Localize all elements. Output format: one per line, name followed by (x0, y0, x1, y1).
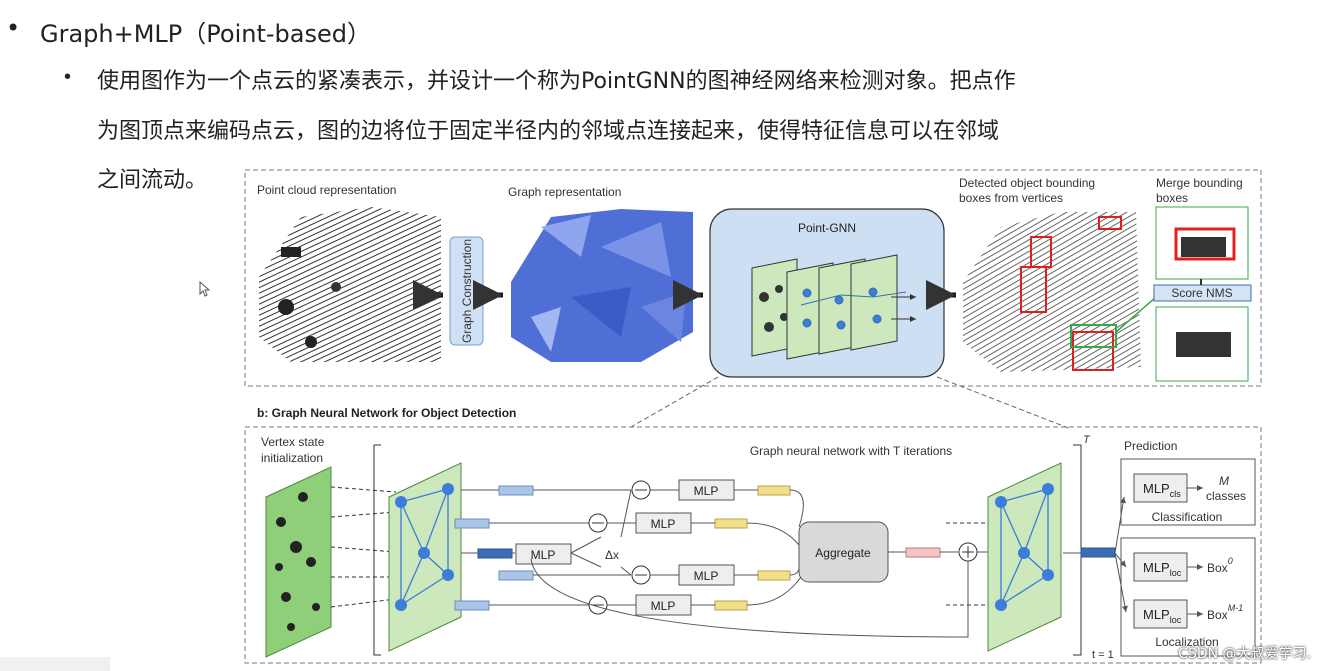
point-gnn-label: Point-GNN (798, 221, 856, 235)
subtract-operators (588, 480, 651, 615)
top-panel-border (244, 169, 1262, 387)
mlp-loc-label-1: MLPloc (1143, 560, 1182, 578)
classification-label: Classification (1152, 510, 1223, 524)
mlp-edge-boxes (635, 479, 735, 616)
merge-label-line-1: Merge bounding (1156, 176, 1243, 190)
graph-construction-label: Graph Construction (460, 239, 474, 343)
graph-layer-input (388, 462, 462, 652)
localization-panel (1120, 537, 1256, 657)
iterations-superscript: T (1083, 434, 1091, 446)
mouse-cursor-icon (199, 281, 211, 297)
detected-label-line-2: boxes from vertices (959, 191, 1063, 205)
mlp-offset-box (515, 543, 572, 565)
aggregate-label: Aggregate (815, 546, 871, 560)
bottom-left-artifact (0, 657, 110, 671)
bullet-2-line-2: 为图顶点来编码点云，图的边将位于固定半径内的邻域点连接起来，使得特征信息可以在邻… (97, 119, 1000, 144)
m-label: M (1219, 474, 1229, 488)
aggregate-output-bar (905, 547, 941, 558)
prediction-label: Prediction (1124, 439, 1177, 453)
vertex-state-label-2: initialization (261, 451, 323, 465)
mlp-loc-box-1 (1133, 552, 1188, 582)
final-vertex-bar (1080, 547, 1116, 558)
bullet-2-line-1: 使用图作为一个点云的紧凑表示，并设计一个称为PointGNN的图神经网络来检测对… (97, 69, 1016, 94)
detected-label-line-1: Detected object bounding (959, 176, 1095, 190)
bottom-panel-border (244, 426, 1262, 664)
graph-representation-image (511, 209, 693, 362)
mlp-edge-label-1: MLP (694, 484, 719, 498)
gnn-iterations-label: Graph neural network with T iterations (750, 444, 952, 458)
mlp-edge-label-3: MLP (694, 569, 719, 583)
mlp-offset-label: MLP (531, 548, 556, 562)
bottom-panel-title: b: Graph Neural Network for Object Detec… (257, 406, 516, 420)
vertex-state-label-1: Vertex state (261, 435, 325, 449)
bullet-1-text: Graph+MLP（Point-based） (40, 20, 371, 48)
graph-representation-label: Graph representation (508, 185, 621, 199)
point-cloud-image (259, 207, 441, 362)
graph-layer-output (987, 462, 1062, 652)
box-label-2: BoxM-1 (1207, 603, 1243, 622)
point-cloud-label: Point cloud representation (257, 183, 396, 197)
bullet-2-line-3: 之间流动。 (97, 168, 208, 193)
mlp-loc-label-2: MLPloc (1143, 607, 1182, 625)
merge-label-line-2: boxes (1156, 191, 1188, 205)
localization-label: Localization (1155, 635, 1218, 649)
classes-label: classes (1206, 489, 1246, 503)
detected-objects-image (963, 212, 1157, 372)
mlp-edge-label-2: MLP (651, 517, 676, 531)
delta-x-label: Δx (605, 548, 619, 562)
t-equals-label: t = 1 (1092, 649, 1114, 661)
bullet-dot-2: • (64, 66, 72, 88)
point-gnn-layers (751, 254, 916, 360)
bullet-dot: • (6, 14, 21, 42)
pointgnn-figure: Point cloud representation Graph Constru… (244, 169, 1262, 664)
mlp-cls-box (1133, 473, 1188, 503)
score-nms-label: Score NMS (1171, 286, 1232, 300)
mlp-cls-label: MLPcls (1143, 481, 1181, 499)
mlp-edge-label-4: MLP (651, 599, 676, 613)
box-label-1: Box0 (1207, 556, 1233, 575)
vertex-state-block (265, 466, 332, 658)
merge-boxes-image (1153, 206, 1252, 382)
classification-panel (1120, 458, 1256, 526)
watermark: CSDN @大叔爱学习. (1178, 646, 1311, 662)
edge-output-bars (714, 485, 791, 611)
